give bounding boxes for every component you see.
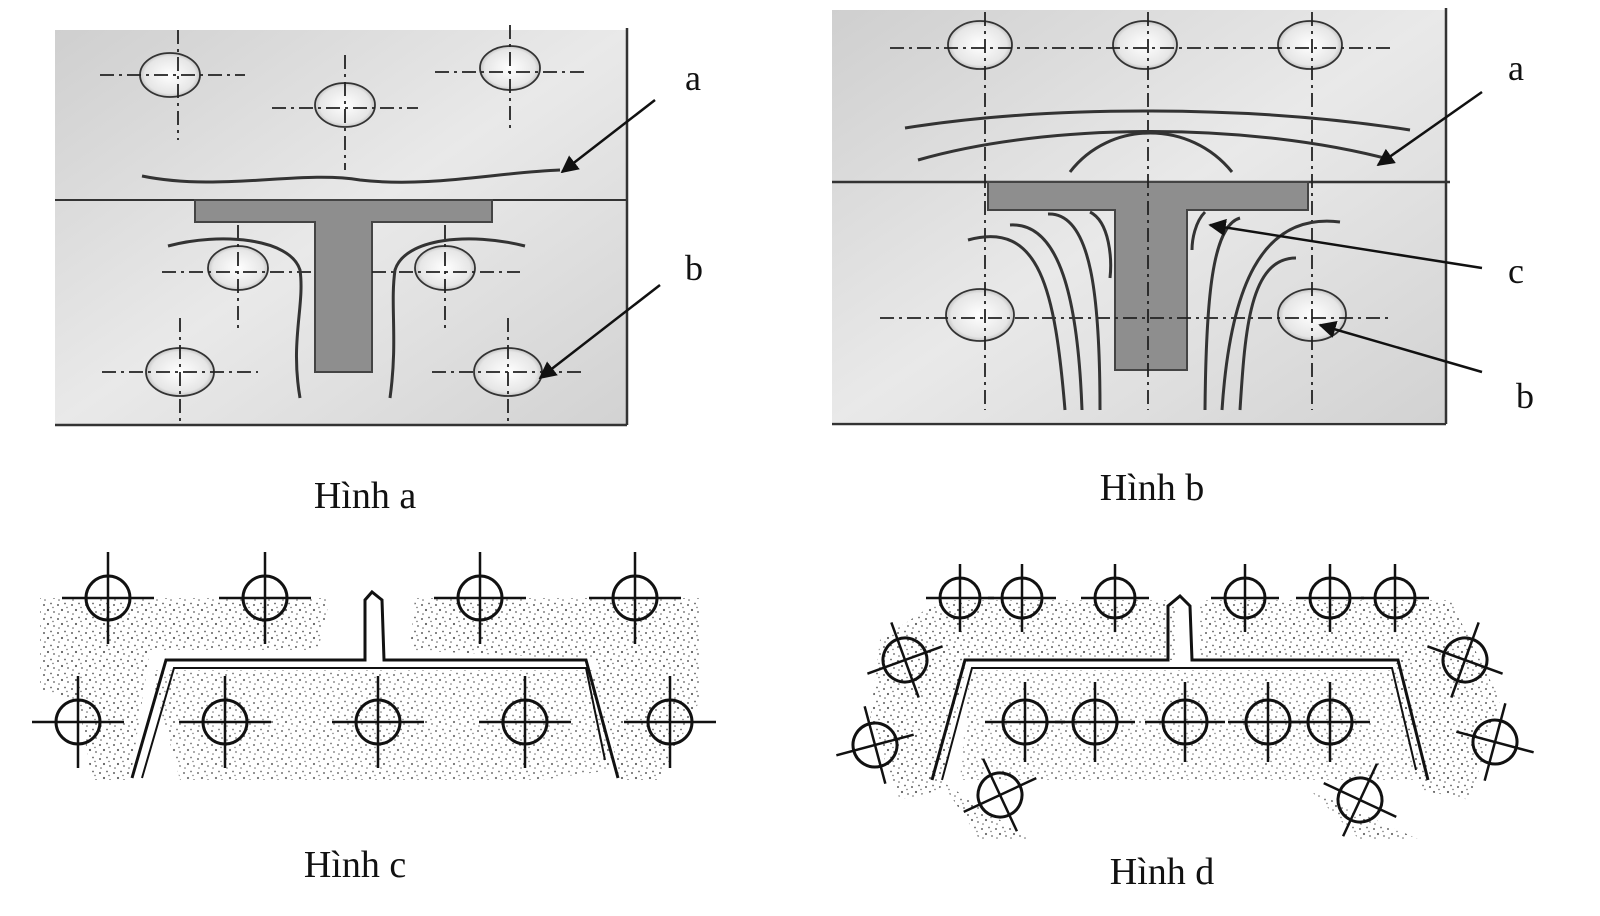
- label-a-a: a: [685, 58, 701, 98]
- leader-a-a: [560, 99, 656, 174]
- grid-circle-mark: [926, 564, 994, 632]
- label-b-a: a: [1508, 48, 1524, 88]
- circle-grid-c: [32, 552, 716, 768]
- caption-hinh-a: Hình a: [314, 475, 417, 517]
- deformation-lines-b: [904, 109, 1411, 411]
- grid-circle-mark: [624, 676, 716, 768]
- grid-circle-mark: [985, 682, 1065, 762]
- sheet-profile-d: [930, 593, 1430, 781]
- grid-circle-mark: [1211, 564, 1279, 632]
- grid-circle-mark: [1361, 564, 1429, 632]
- grid-circle-mark: [963, 758, 1037, 832]
- grid-circle-mark: [434, 552, 526, 644]
- grid-circle-mark: [479, 676, 571, 768]
- center-lines-a: [100, 25, 585, 425]
- leader-b-b: [1318, 320, 1483, 374]
- caption-hinh-c: Hình c: [304, 844, 406, 886]
- grid-circle-mark: [179, 676, 271, 768]
- circle-grid-d: [836, 564, 1534, 837]
- leader-a-b: [538, 284, 661, 380]
- panel-c: Hình c: [32, 552, 716, 886]
- label-b-c: c: [1508, 251, 1524, 291]
- panel-b: a c b Hình b: [832, 8, 1534, 509]
- grid-circle-mark: [589, 552, 681, 644]
- leader-b-c: [1208, 218, 1483, 270]
- hole-markers-a: [139, 45, 543, 397]
- grid-circle-mark: [1290, 682, 1370, 762]
- label-a-b: b: [685, 248, 703, 288]
- grid-circle-mark: [332, 676, 424, 768]
- deformation-lines-a: [141, 168, 561, 399]
- t-punch-a: [194, 199, 493, 373]
- grid-circle-mark: [866, 621, 944, 699]
- caption-hinh-b: Hình b: [1100, 467, 1205, 509]
- label-b-b: b: [1516, 376, 1534, 416]
- grid-circle-mark: [219, 552, 311, 644]
- panel-a: a b Hình a: [55, 25, 703, 517]
- grid-circle-mark: [1145, 682, 1225, 762]
- caption-hinh-d: Hình d: [1110, 851, 1215, 893]
- grid-circle-mark: [1456, 703, 1534, 781]
- grid-circle-mark: [32, 676, 124, 768]
- sheet-profile-c: [130, 589, 620, 779]
- grid-circle-mark: [1323, 763, 1397, 837]
- grid-circle-mark: [836, 706, 914, 784]
- grid-circle-mark: [1296, 564, 1364, 632]
- panel-d: Hình d: [836, 564, 1534, 893]
- grid-circle-mark: [1081, 564, 1149, 632]
- grid-circle-mark: [988, 564, 1056, 632]
- grid-circle-mark: [1426, 621, 1504, 699]
- leader-b-a: [1376, 90, 1483, 167]
- grid-circle-mark: [1055, 682, 1135, 762]
- grid-circle-mark: [62, 552, 154, 644]
- center-lines-b: [880, 12, 1392, 410]
